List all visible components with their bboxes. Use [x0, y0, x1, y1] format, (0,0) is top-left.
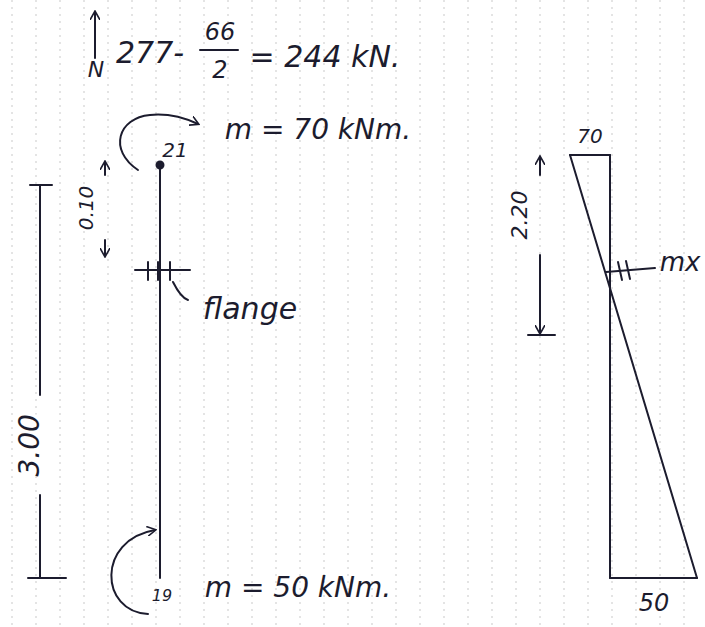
equation-text: 2: [212, 57, 227, 83]
node-number: 21: [162, 139, 187, 161]
equation-text: 277-: [116, 36, 184, 69]
flange-leader: [173, 282, 188, 300]
force-label: N: [88, 58, 104, 82]
dimension-line: [39, 185, 41, 395]
column-line: [159, 165, 161, 578]
moment-diagram-axis: [609, 155, 611, 578]
moment-arrow-bottom: [111, 530, 155, 614]
grid-lines: [12, 0, 684, 627]
node-dot: [157, 162, 164, 169]
moment-label: mx: [660, 248, 701, 277]
moment-diagram-line: [570, 154, 610, 156]
part-label: flange: [203, 292, 297, 325]
moment-value: 70: [577, 125, 602, 147]
moment-arrow-top: [120, 115, 198, 170]
moment-label: m = 70 kNm.: [225, 115, 411, 146]
flange-mark: [135, 269, 190, 271]
moment-label: m = 50 kNm.: [205, 573, 391, 604]
fraction-bar: [200, 49, 238, 51]
equation-text: = 244 kN.: [250, 40, 401, 73]
equation-text: 66: [205, 19, 236, 45]
mx-leader: [606, 268, 655, 272]
dimension-arrow: [104, 162, 106, 175]
axial-force-arrow: [94, 12, 96, 58]
dimension-label: 0.10: [75, 186, 97, 231]
moment-value: 50: [639, 590, 670, 616]
dimension-label: 2.20: [508, 191, 532, 240]
dimension-label: 3.00: [15, 414, 46, 476]
dimension-arrow: [539, 157, 541, 175]
node-number: 19: [152, 587, 172, 605]
